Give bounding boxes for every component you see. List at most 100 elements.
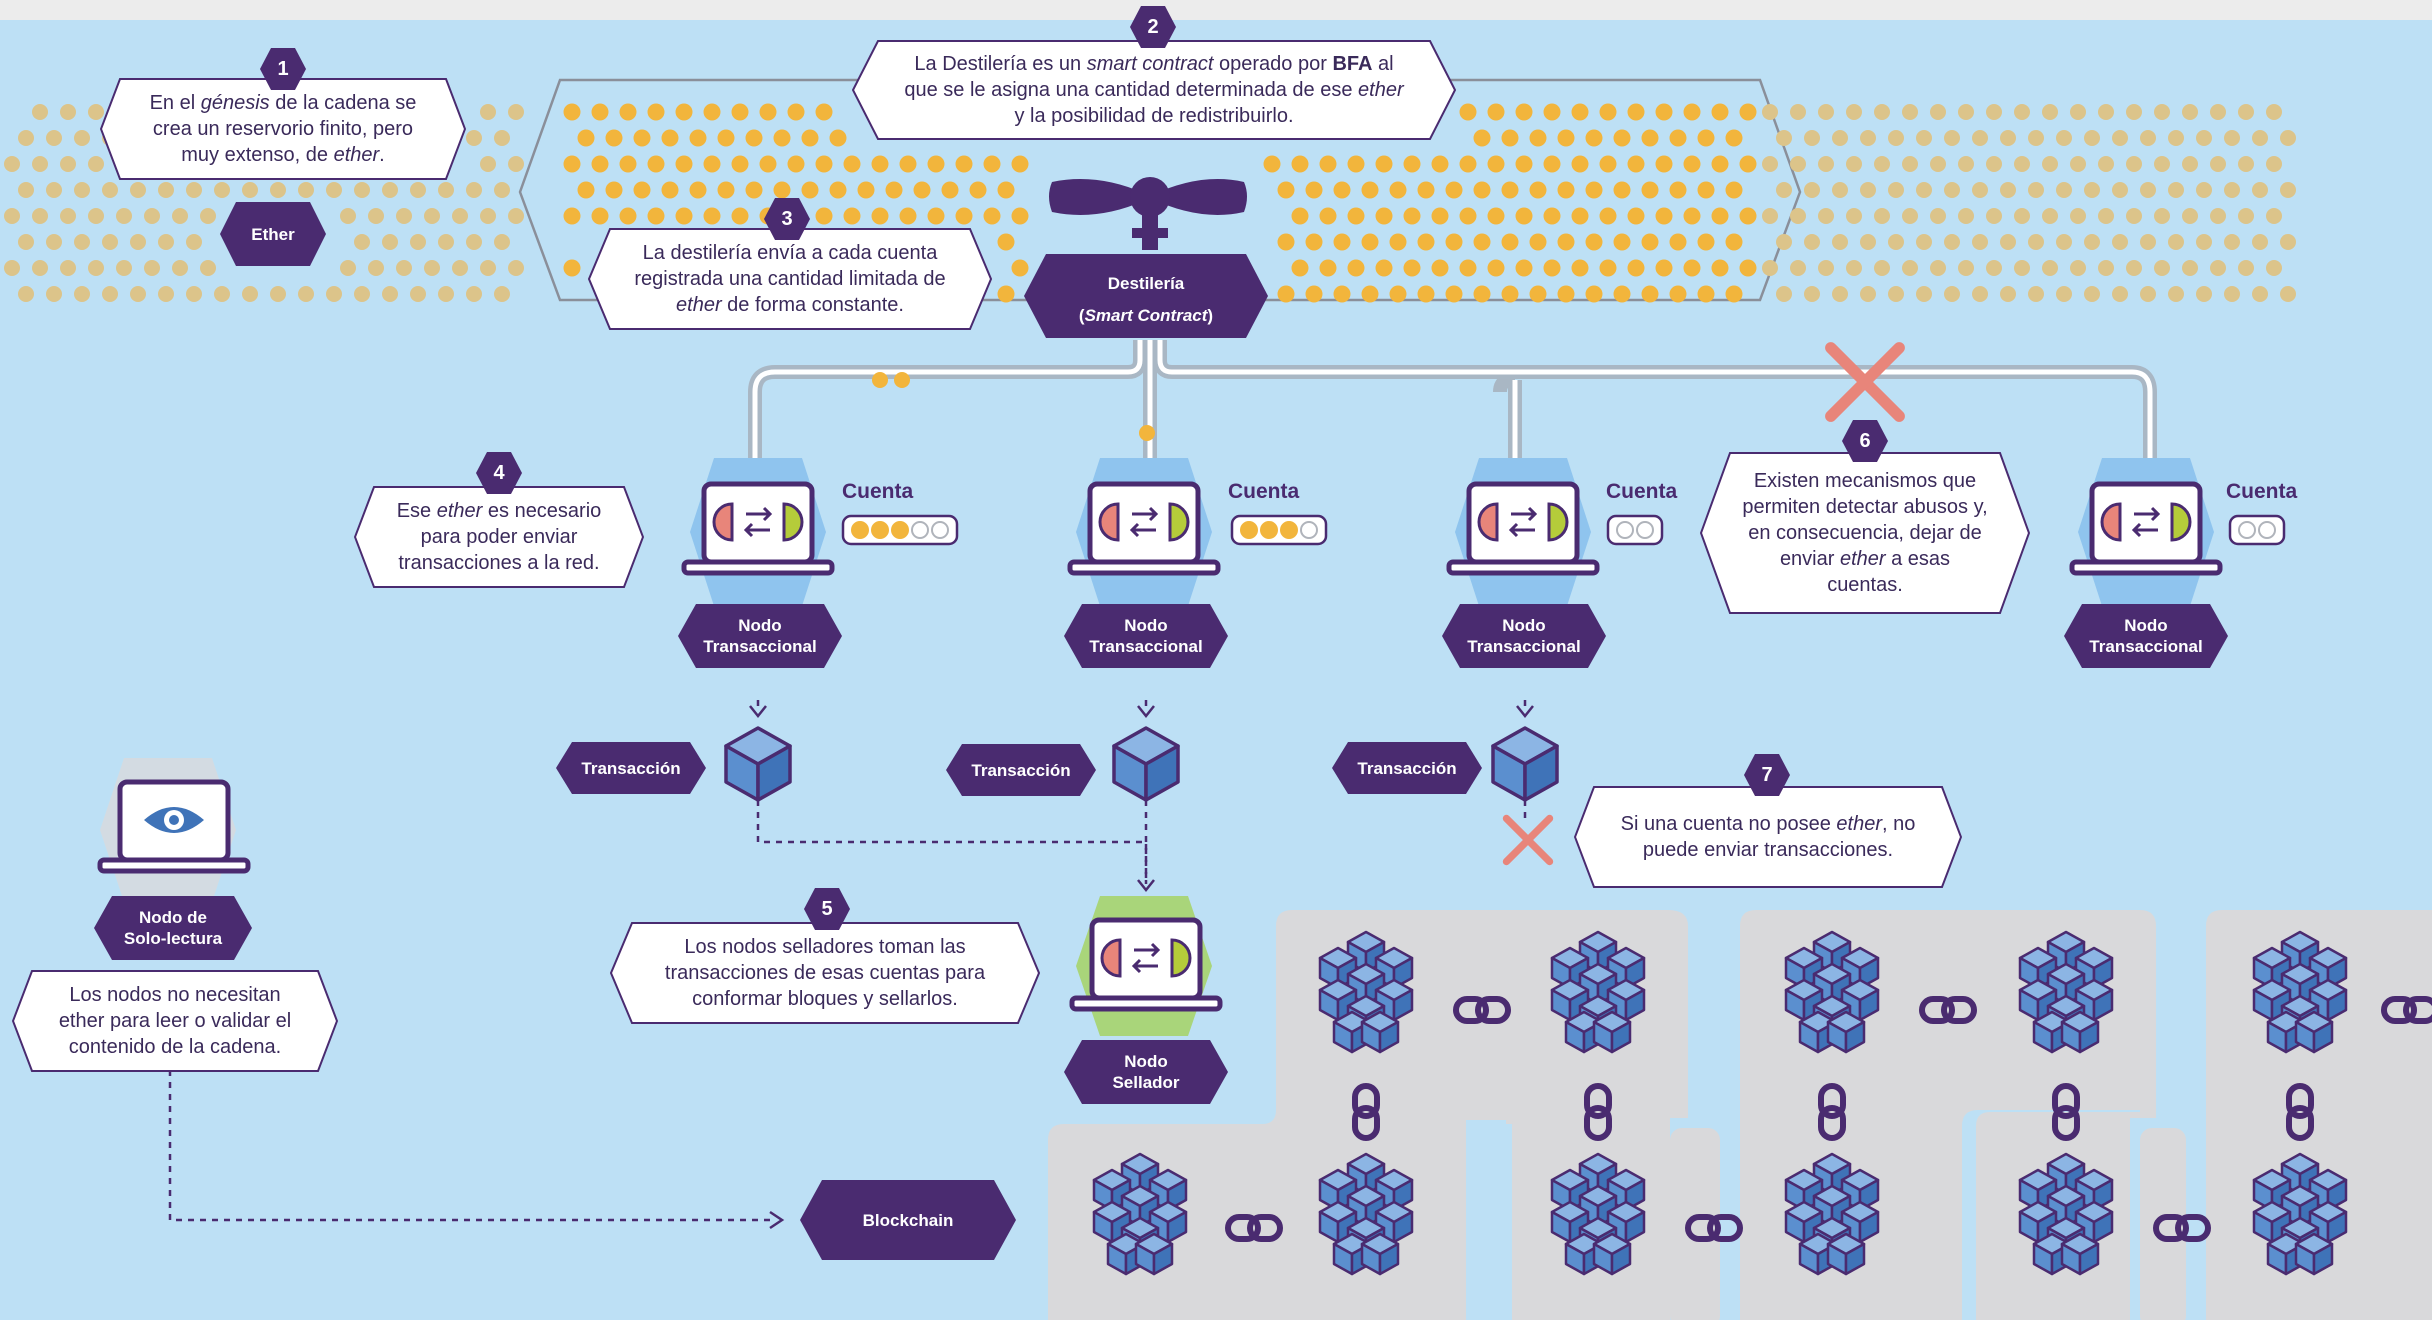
ether-dot [1641, 233, 1659, 251]
ether-dot [466, 182, 482, 198]
ether-dot [88, 104, 104, 120]
ether-dot [4, 260, 20, 276]
ether-dot [438, 182, 454, 198]
callout-text: La destilería envía a cada cuenta regist… [634, 242, 946, 290]
ether-dot [1487, 155, 1505, 173]
ether-dot [46, 182, 62, 198]
ether-dot [396, 260, 412, 276]
ether-dot [1403, 207, 1421, 225]
ether-dot [1874, 156, 1890, 172]
ether-dot [2000, 182, 2016, 198]
ether-dot [2224, 130, 2240, 146]
ether-dot [1487, 103, 1505, 121]
ether-dot [242, 182, 258, 198]
ether-dot [1832, 182, 1848, 198]
ether-dot [1683, 259, 1701, 277]
ether-dot [2280, 286, 2296, 302]
ether-dot [2014, 208, 2030, 224]
ether-dot [368, 208, 384, 224]
ether-dot [2252, 286, 2268, 302]
ether-dot-flow [894, 372, 910, 388]
ether-dot [1501, 233, 1519, 251]
ether-dot [1417, 181, 1435, 199]
ether-dot [438, 286, 454, 302]
ether-dot [172, 260, 188, 276]
callout-text-em: ether [1839, 548, 1886, 570]
ether-label-text: Ether [251, 224, 295, 244]
ether-dot [158, 286, 174, 302]
ether-dot [200, 260, 216, 276]
transaccion-label-text: Transacción [971, 760, 1071, 780]
ether-dot [2168, 234, 2184, 250]
ether-dot [2252, 234, 2268, 250]
ether-dot [1501, 285, 1519, 303]
callout-text: de la cadena se crea un reservorio finit… [152, 92, 417, 166]
ether-dot [1515, 259, 1533, 277]
ether-dot [1445, 285, 1463, 303]
ether-dot [815, 207, 833, 225]
ether-dot [1776, 234, 1792, 250]
callout-text-em: ether [1358, 79, 1404, 101]
ether-dot [494, 182, 510, 198]
ether-dot [1958, 260, 1974, 276]
ether-dot [494, 234, 510, 250]
ether-dot [1944, 234, 1960, 250]
ether-dot [1725, 181, 1743, 199]
ether-dot [1557, 233, 1575, 251]
ether-dot [2210, 104, 2226, 120]
ether-dot [2280, 130, 2296, 146]
ether-dot [1403, 259, 1421, 277]
ether-dot [1846, 260, 1862, 276]
ether-dot [1846, 156, 1862, 172]
ether-dot [354, 286, 370, 302]
ether-dot [2182, 156, 2198, 172]
ether-dot [1333, 285, 1351, 303]
ether-dot [871, 155, 889, 173]
ether-dot [1958, 104, 1974, 120]
ether-dot [2098, 260, 2114, 276]
callout-text: operado por [1213, 53, 1333, 75]
ether-dot [731, 103, 749, 121]
ether-dot [1930, 208, 1946, 224]
ether-counter-dot [2238, 521, 2256, 539]
transaccion-label-text: Transacción [581, 758, 681, 778]
dashed-connectors [168, 700, 1527, 1222]
ether-dot [2238, 260, 2254, 276]
ether-dot [1543, 207, 1561, 225]
ether-dot [927, 155, 945, 173]
ether-dot [1529, 129, 1547, 147]
ether-dot [1431, 207, 1449, 225]
ether-dot [1846, 104, 1862, 120]
account-label: Cuenta [842, 480, 914, 503]
block-icon [1320, 932, 1412, 1052]
ether-dot [633, 181, 651, 199]
ether-dot [382, 234, 398, 250]
ether-dot [801, 129, 819, 147]
destileria-title: Destilería [1107, 274, 1185, 293]
ether-dot [1277, 233, 1295, 251]
transaction-cube-icon [1112, 726, 1180, 802]
ether-dot [2042, 260, 2058, 276]
ether-counter-dot [871, 521, 889, 539]
ether-dot [2112, 234, 2128, 250]
ether-dot [591, 155, 609, 173]
ether-dot [18, 286, 34, 302]
ether-dot [1669, 129, 1687, 147]
ether-dot [647, 207, 665, 225]
ether-dot [1417, 285, 1435, 303]
ether-dot [130, 286, 146, 302]
step-number-7: 7 [1744, 754, 1790, 796]
step-number-3: 3 [764, 198, 810, 240]
ether-dot [46, 234, 62, 250]
ether-dot [2140, 234, 2156, 250]
callout-text-em: ether [1836, 813, 1882, 835]
ether-dot [340, 208, 356, 224]
callout-7: Si una cuenta no posee ether, no puede e… [1574, 786, 1962, 888]
ether-dot [410, 286, 426, 302]
step-number-1: 1 [260, 48, 306, 90]
ether-dot [270, 182, 286, 198]
blockchain-label: Blockchain [800, 1180, 1016, 1260]
ether-dot [703, 155, 721, 173]
ether-dot [494, 286, 510, 302]
ether-dot [74, 286, 90, 302]
